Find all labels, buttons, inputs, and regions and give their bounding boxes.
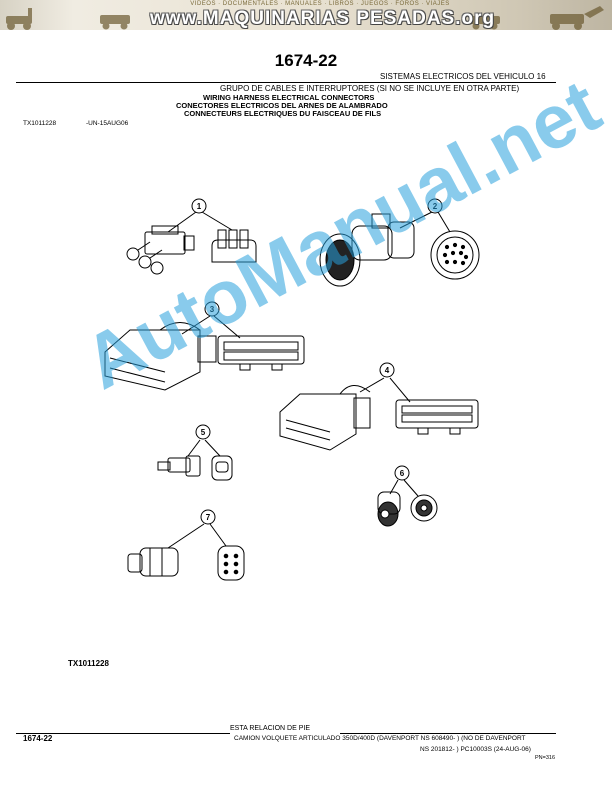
svg-text:6: 6 (400, 469, 405, 478)
connector-2-face (430, 230, 480, 280)
footer-pn: PN=316 (535, 755, 556, 761)
footer-code: NS 201812- ) PC10003S (24-AUG-06) (420, 746, 531, 753)
connector-1-face (211, 229, 257, 263)
connector-1-plug (126, 225, 195, 275)
page-title: 1674-22 (274, 51, 338, 70)
site-banner: VIDEOS · DOCUMENTALES · MANUALES · LIBRO… (0, 0, 612, 30)
connector-6-plug (377, 491, 401, 527)
svg-text:2: 2 (433, 202, 438, 211)
svg-text:5: 5 (201, 428, 206, 437)
header-divider (16, 82, 556, 83)
connector-3-face (217, 335, 305, 371)
connector-5-plug (157, 455, 201, 477)
banner-title[interactable]: www.MAQUINARIAS PESADAS.org (150, 8, 496, 29)
connector-5-face (211, 455, 233, 481)
heading-spanish: GRUPO DE CABLES E INTERRUPTORES (SI NO S… (220, 84, 520, 93)
svg-text:4: 4 (385, 366, 390, 375)
figure-reference: TX1011228 (23, 120, 57, 127)
connector-4-plug (279, 385, 371, 451)
callout-5: 5 (195, 424, 211, 440)
connector-2-round-plug (319, 213, 415, 287)
svg-text:3: 3 (210, 305, 215, 314)
banner-machinery-icon (6, 6, 604, 30)
section-title: SISTEMAS ELECTRICOS DEL VEHICULO 16 (380, 72, 546, 81)
banner-tagline: VIDEOS · DOCUMENTALES · MANUALES · LIBRO… (190, 1, 450, 7)
footer-divider-right (340, 733, 556, 734)
callout-7: 7 (200, 509, 216, 525)
callout-3: 3 (204, 301, 220, 317)
svg-text:7: 7 (206, 513, 211, 522)
footer-description: CAMION VOLQUETE ARTICULADO 350D/400D (DA… (234, 735, 526, 742)
figure-date: -UN-15AUG06 (86, 120, 129, 127)
connector-7-plug (127, 547, 179, 577)
heading-english: WIRING HARNESS ELECTRICAL CONNECTORS (203, 93, 375, 102)
figure-label: TX1011228 (68, 659, 109, 668)
callout-6: 6 (394, 465, 410, 481)
footer-divider-left (16, 733, 230, 734)
heading-spanish-2: CONECTORES ELECTRICOS DEL ARNES DE ALAMB… (176, 101, 388, 110)
connector-6-face (410, 494, 438, 522)
callout-1: 1 (191, 198, 207, 214)
connector-7-face (217, 545, 245, 581)
callout-2: 2 (427, 198, 443, 214)
heading-french: CONNECTEURS ELECTRIQUES DU FAISCEAU DE F… (184, 109, 382, 118)
callout-4: 4 (379, 362, 395, 378)
svg-text:1: 1 (197, 202, 202, 211)
connector-3-plug (104, 322, 217, 391)
footer-note: ESTA RELACION DE PIE (230, 725, 311, 732)
footer-page-number: 1674-22 (23, 734, 53, 743)
connector-4-face (395, 399, 479, 435)
